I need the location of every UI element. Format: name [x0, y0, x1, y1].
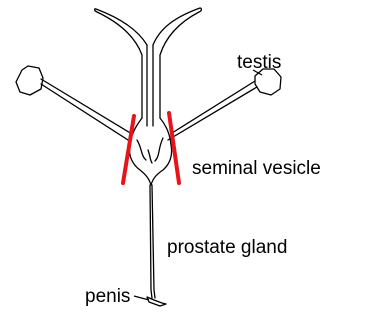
duct-left — [41, 79, 132, 140]
duct-right — [168, 81, 257, 140]
vas-deferens-right — [153, 8, 201, 118]
central-channel — [147, 45, 153, 126]
label-penis: penis — [85, 287, 130, 306]
cut-mark-left — [123, 116, 134, 183]
vas-deferens-left — [95, 9, 147, 118]
vesicle-folds — [137, 138, 163, 163]
seminal-vesicle-body — [130, 118, 172, 185]
testis-left — [16, 66, 43, 95]
penis-tip — [147, 297, 166, 306]
label-testis: testis — [237, 53, 281, 72]
label-seminal-vesicle: seminal vesicle — [192, 159, 321, 178]
label-prostate-gland: prostate gland — [167, 238, 287, 257]
cut-mark-right — [169, 113, 179, 183]
urethra — [150, 185, 155, 298]
